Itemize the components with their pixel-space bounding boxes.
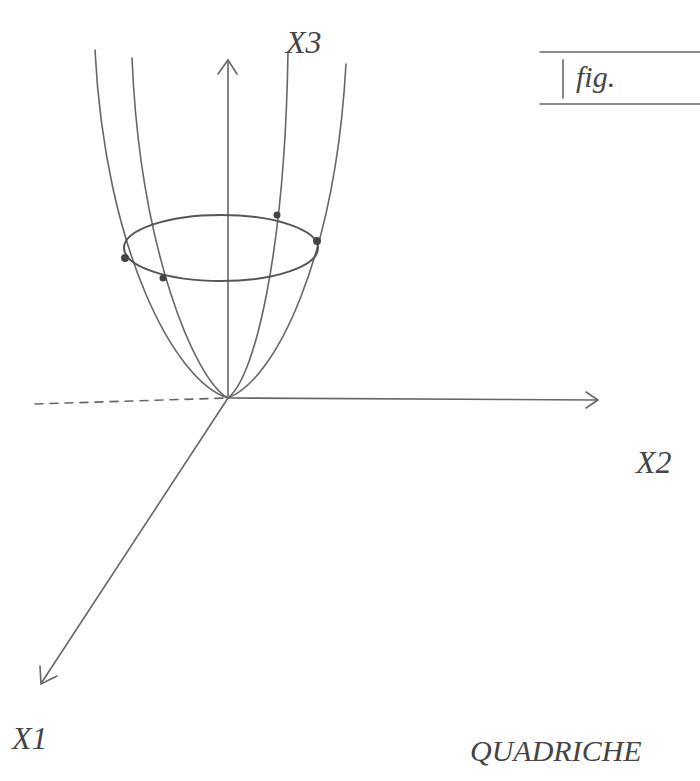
parabola-curve [95,50,228,398]
frame-line [562,60,564,98]
x1-axis [42,398,228,682]
point-dot [313,237,321,245]
x3-axis [227,62,229,398]
point-dot [121,254,129,262]
point-dot [160,275,167,282]
parabola-curve [132,58,228,398]
axis-label: X3 [286,26,322,58]
frame-line [540,51,700,53]
axis-label: X1 [12,722,48,754]
x1-arrowhead [40,666,57,684]
figure-label: fig. [576,62,615,92]
x2-arrowhead [586,392,598,408]
level-ellipse [124,215,318,281]
x3-arrowhead [218,60,237,74]
title-note: QUADRICHE [470,736,642,766]
axis-label: X2 [636,446,672,478]
parabola-curve [228,52,288,398]
x2-axis [228,398,596,400]
point-dot [274,212,281,219]
parabola-curve [228,64,346,398]
x2-negative-axis [35,398,228,404]
frame-line [540,103,700,105]
